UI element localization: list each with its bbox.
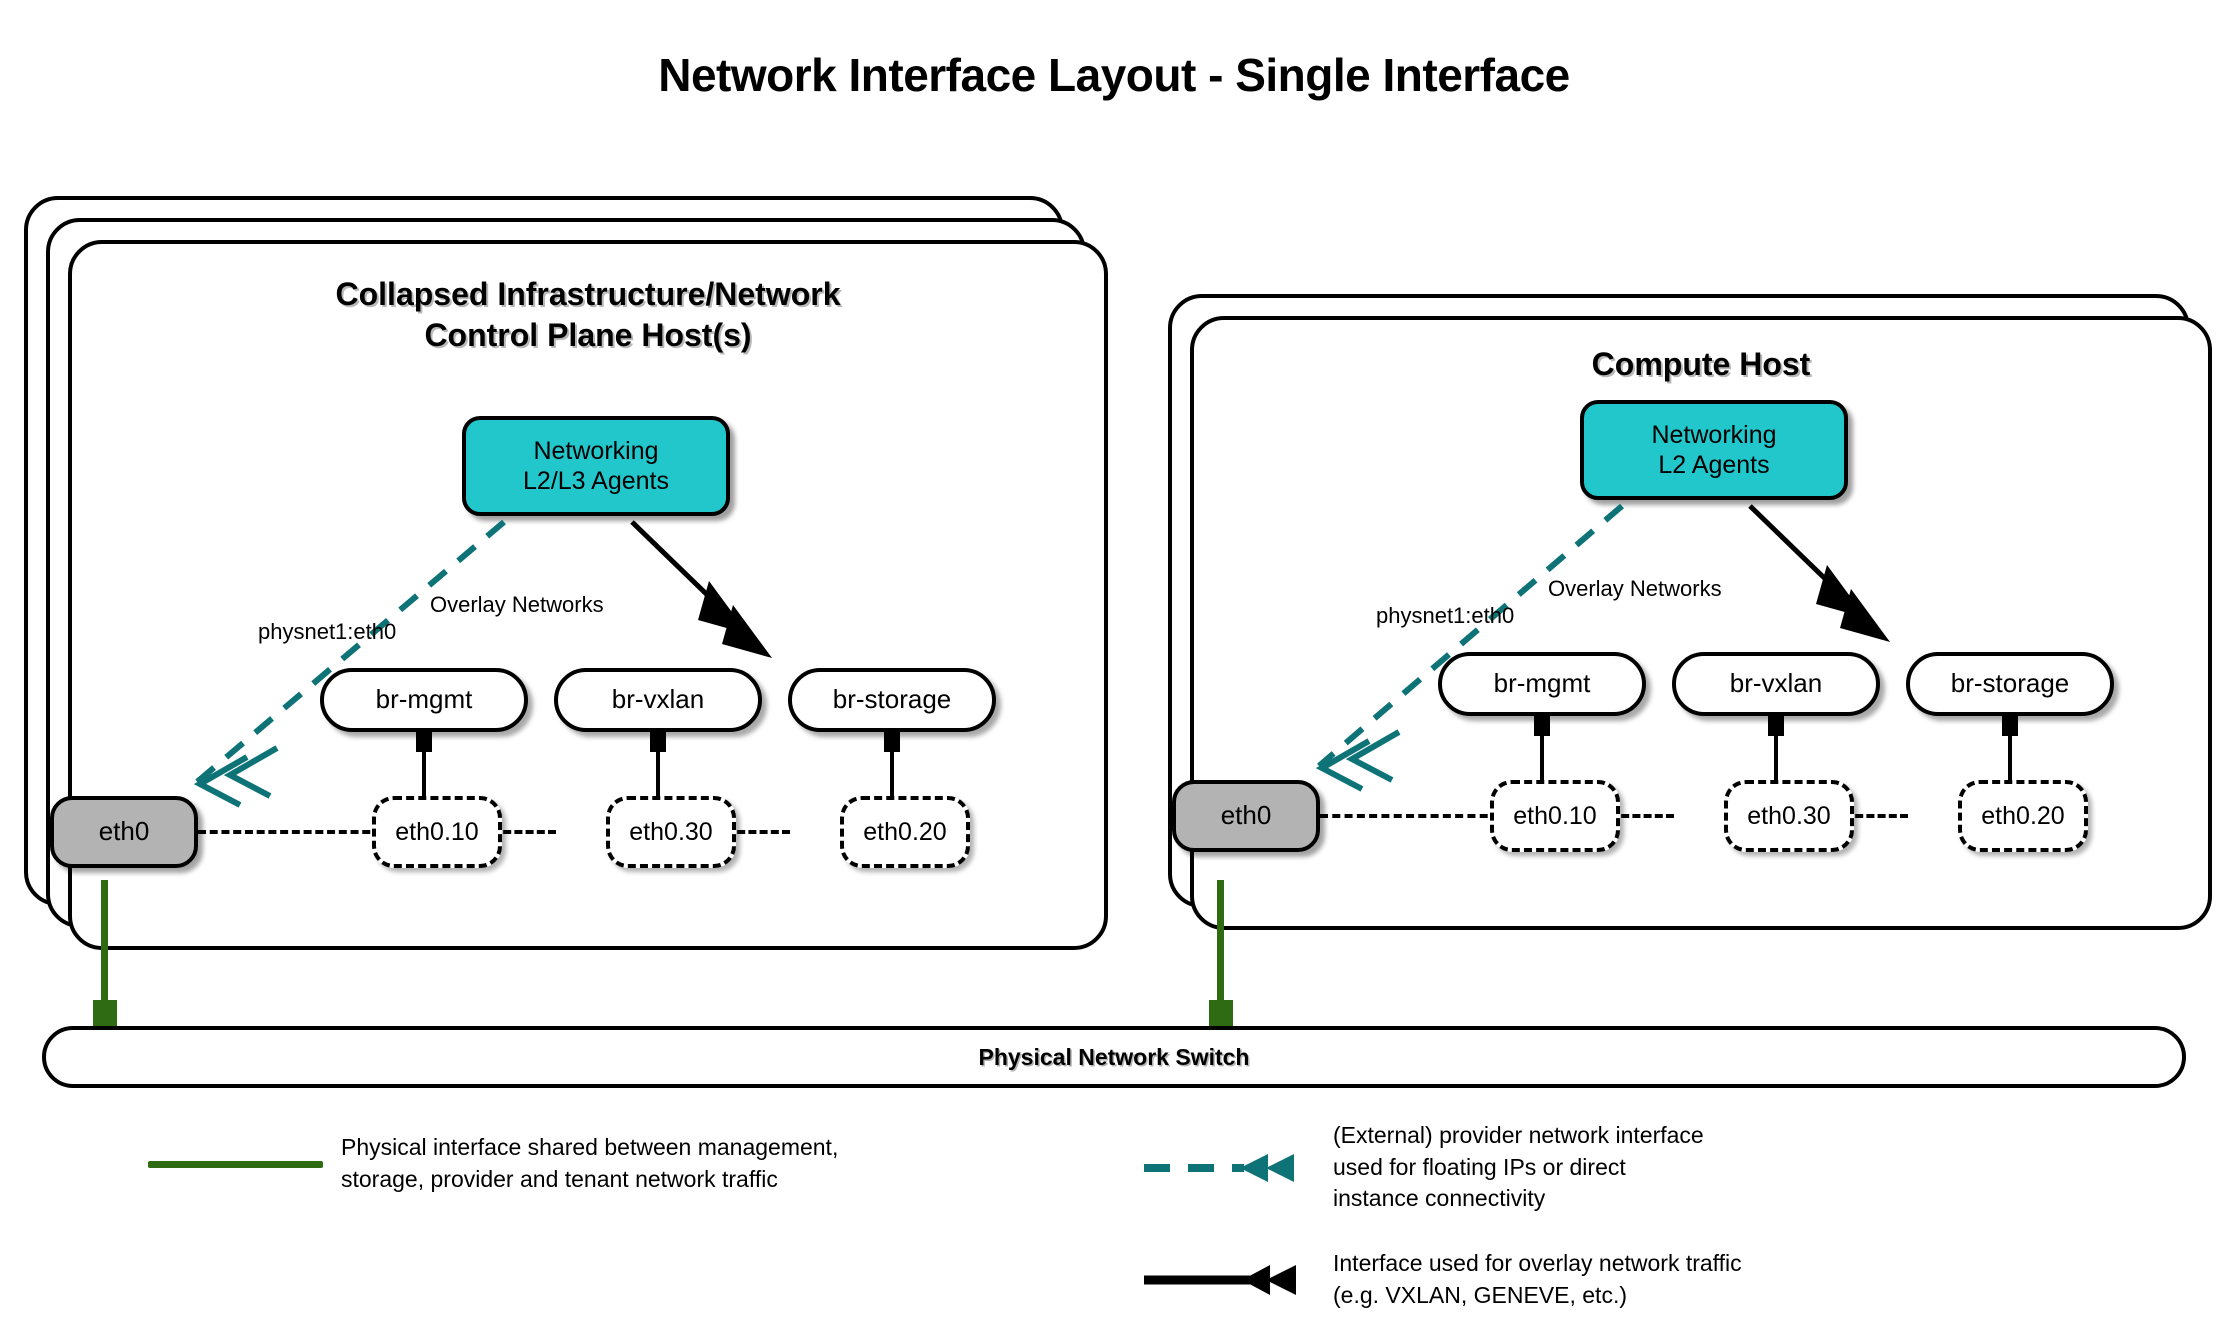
host-title-compute: Compute Host: [1591, 346, 1811, 382]
bridge-br-vxlan-compute[interactable]: br-vxlan: [1672, 652, 1880, 716]
vlan-bus-segment-2-compute: [1610, 814, 1674, 818]
solid-black-arrow-icon: [1144, 1264, 1296, 1295]
legend-swatch-physical-line: [148, 1144, 323, 1184]
legend-item-overlay-network: Interface used for overlay network traff…: [1140, 1248, 2040, 1311]
overlay-edge-label-control-plane: Overlay Networks: [430, 592, 604, 617]
agent-box-l2l3[interactable]: Networking L2/L3 Agents: [462, 416, 730, 516]
bridge-link-br-vxlan-compute: [1774, 714, 1778, 788]
vlan-bus-segment-1-compute: [1320, 814, 1500, 818]
bridge-link-br-mgmt: [422, 730, 426, 804]
uplink-port-compute: [1209, 1000, 1233, 1030]
vlan-eth0-20-control-plane[interactable]: eth0.20: [840, 796, 970, 868]
uplink-port-control-plane: [93, 1000, 117, 1030]
bridge-link-br-storage: [890, 730, 894, 804]
vlan-bus-segment-3-compute: [1844, 814, 1908, 818]
bridge-link-br-mgmt-compute: [1540, 714, 1544, 788]
bridge-br-storage-compute[interactable]: br-storage: [1906, 652, 2114, 716]
vlan-eth0-30-control-plane[interactable]: eth0.30: [606, 796, 736, 868]
host-title-control-plane: Collapsed Infrastructure/Network Control…: [335, 276, 841, 353]
page-title: Network Interface Layout - Single Interf…: [658, 49, 1570, 101]
legend-swatch-overlay-arrow: [1140, 1260, 1315, 1300]
host-panel-compute[interactable]: Compute Host Networking L2 Agents physne…: [1172, 316, 2212, 930]
legend-label-physical-interface: Physical interface shared between manage…: [341, 1134, 839, 1192]
vlan-eth0-20-compute[interactable]: eth0.20: [1958, 780, 2088, 852]
bridge-br-mgmt-compute[interactable]: br-mgmt: [1438, 652, 1646, 716]
bridge-link-br-storage-compute: [2008, 714, 2012, 788]
bridge-link-br-vxlan: [656, 730, 660, 804]
host-panel-control-plane[interactable]: Collapsed Infrastructure/Network Control…: [50, 240, 1108, 950]
overlay-edge-label-compute: Overlay Networks: [1548, 576, 1722, 601]
vlan-bus-segment-2: [492, 830, 556, 834]
physical-interface-eth0-compute[interactable]: eth0: [1172, 780, 1320, 852]
vlan-eth0-30-compute[interactable]: eth0.30: [1724, 780, 1854, 852]
vlan-bus-segment-1: [198, 830, 382, 834]
physical-network-switch[interactable]: Physical Network Switch: [42, 1026, 2186, 1088]
legend-item-provider-network: (External) provider network interface us…: [1140, 1120, 2040, 1215]
dashed-teal-arrow-icon: [1144, 1153, 1294, 1182]
legend-label-provider-network: (External) provider network interface us…: [1333, 1122, 1704, 1212]
uplink-line-compute: [1217, 880, 1224, 1012]
provider-edge-label-control-plane: physnet1:eth0: [258, 619, 397, 644]
vlan-eth0-10-control-plane[interactable]: eth0.10: [372, 796, 502, 868]
host-stack-control-plane: Collapsed Infrastructure/Network Control…: [24, 196, 1124, 950]
bridge-br-mgmt-control-plane[interactable]: br-mgmt: [320, 668, 528, 732]
provider-edge-label-compute: physnet1:eth0: [1376, 603, 1515, 628]
uplink-line-control-plane: [101, 880, 108, 1012]
green-line-icon: [148, 1160, 323, 1168]
vlan-bus-segment-3: [726, 830, 790, 834]
vlan-eth0-10-compute[interactable]: eth0.10: [1490, 780, 1620, 852]
legend-item-physical-interface: Physical interface shared between manage…: [148, 1132, 948, 1195]
bridge-br-storage-control-plane[interactable]: br-storage: [788, 668, 996, 732]
physical-interface-eth0-control-plane[interactable]: eth0: [50, 796, 198, 868]
host-connectors-compute: [1315, 503, 1890, 792]
legend-swatch-provider-arrow: [1140, 1148, 1315, 1188]
agent-box-l2[interactable]: Networking L2 Agents: [1580, 400, 1848, 500]
host-stack-compute: Compute Host Networking L2 Agents physne…: [1168, 294, 2228, 944]
legend-label-overlay-network: Interface used for overlay network traff…: [1333, 1250, 1742, 1308]
bridge-br-vxlan-control-plane[interactable]: br-vxlan: [554, 668, 762, 732]
host-connectors-control-plane: [193, 519, 772, 808]
